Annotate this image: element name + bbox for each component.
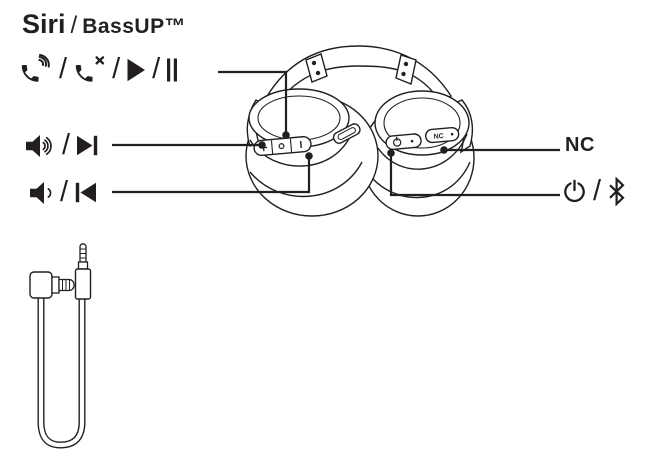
button-strip-body (253, 136, 312, 157)
callout-dots (258, 131, 448, 160)
slash-separator: / (112, 53, 121, 85)
bassup-label: BassUP™ (82, 15, 187, 38)
next-track-icon (76, 135, 99, 156)
callout-lines (112, 70, 560, 197)
right-earcup (361, 90, 475, 217)
nc-label: NC (565, 134, 595, 156)
slash-separator: / (593, 175, 602, 207)
callout-line-power (389, 154, 560, 197)
callout-line-multifunction (218, 70, 288, 133)
right-cup-buttons: NC (385, 126, 460, 151)
phone-reject-icon (73, 54, 106, 85)
power-bluetooth-legend: / (562, 177, 626, 206)
play-icon (126, 58, 146, 82)
volume-down-button-glyph (299, 140, 302, 148)
power-icon (562, 179, 587, 204)
siri-label: Siri (22, 9, 66, 39)
nc-button: NC (424, 126, 460, 144)
multifunction-button-glyph (278, 143, 285, 150)
previous-track-icon (74, 182, 97, 203)
slash-separator: / (60, 176, 69, 208)
aux-port (332, 123, 361, 144)
phone-answer-icon (19, 54, 53, 85)
headband-stitch-panels (305, 53, 417, 85)
slash-separator: / (59, 53, 68, 85)
nc-button-label: NC (433, 133, 444, 141)
volume-down-icon (29, 180, 54, 206)
power-button (385, 133, 422, 151)
volume-down-previous-legend: / (29, 178, 97, 207)
slash-separator: / (152, 53, 161, 85)
aux-cable (29, 243, 92, 449)
slash-separator: / (70, 12, 78, 39)
page-title: Siri / BassUP™ (22, 9, 186, 40)
right-angle-plug (29, 271, 75, 299)
bluetooth-icon (607, 177, 626, 206)
slash-separator: / (62, 129, 71, 161)
volume-up-next-legend: / (25, 131, 99, 160)
multifunction-button-legend: / / / (19, 54, 178, 85)
volume-up-icon (25, 133, 56, 159)
pause-icon (166, 58, 178, 82)
callout-line-volume-down (112, 158, 311, 194)
straight-plug (74, 243, 92, 300)
